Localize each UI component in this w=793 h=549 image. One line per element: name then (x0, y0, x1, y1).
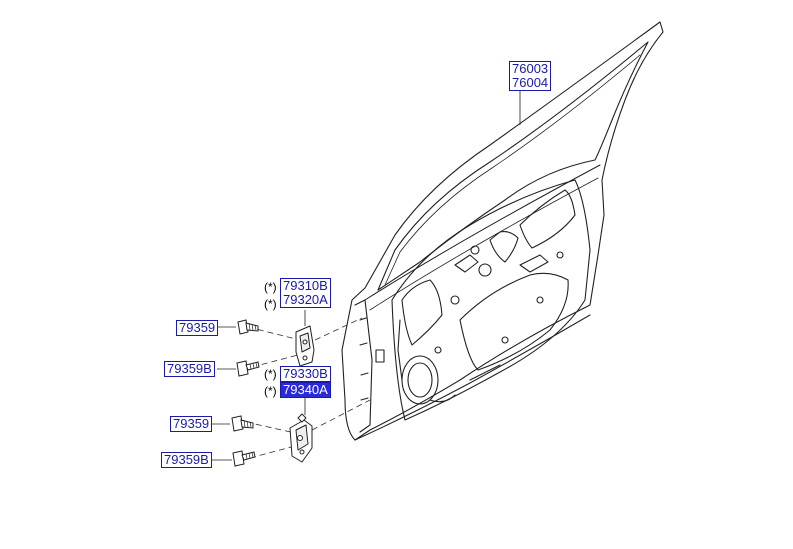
part-number-76003: 76003 (512, 61, 549, 76)
marker-upper-hinge-2: (*) (264, 297, 277, 311)
bolt-upper-b (236, 360, 260, 377)
part-number-76004: 76004 (512, 75, 549, 90)
door-window-opening (377, 41, 649, 291)
part-label-bolt-lower-b[interactable]: 79359B (161, 452, 212, 468)
marker-lower-hinge-2: (*) (264, 384, 277, 398)
door-inner-panel (391, 179, 591, 421)
upper-hinge (295, 325, 315, 367)
marker-upper-hinge-1: (*) (264, 280, 277, 294)
part-number-79310B: 79310B (283, 278, 328, 293)
bolt-lower-a (231, 415, 254, 432)
part-label-door-panel[interactable]: 76003 76004 (509, 61, 552, 91)
part-label-bolt-lower-a[interactable]: 79359 (170, 416, 213, 432)
marker-lower-hinge-1: (*) (264, 367, 277, 381)
part-label-79330B[interactable]: 79330B (280, 366, 331, 382)
part-label-upper-hinge[interactable]: 79310B 79320A (280, 278, 331, 308)
door-outer-frame (341, 21, 664, 441)
part-label-bolt-upper-a[interactable]: 79359 (176, 320, 219, 336)
lower-hinge (289, 413, 313, 463)
part-label-79340A[interactable]: 79340A (280, 382, 331, 398)
bolt-lower-b (232, 450, 256, 467)
part-number-79320A: 79320A (283, 292, 328, 307)
part-label-bolt-upper-b[interactable]: 79359B (164, 361, 215, 377)
bolt-upper-a (237, 319, 259, 335)
